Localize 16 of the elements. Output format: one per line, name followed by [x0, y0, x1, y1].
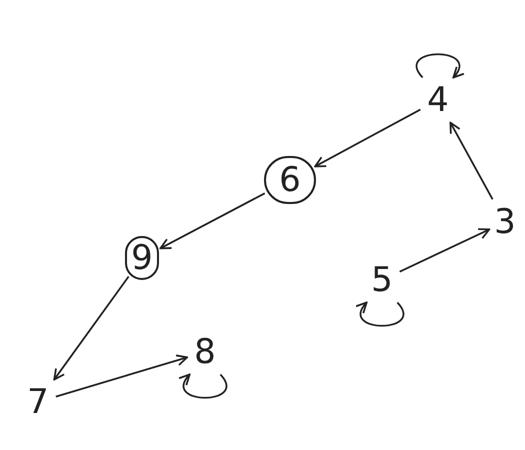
- arrow: [399, 228, 490, 272]
- arrow: [356, 302, 404, 327]
- arrow: [314, 108, 421, 168]
- arrow: [416, 53, 464, 78]
- node-label: 5: [367, 260, 397, 300]
- arrow: [160, 192, 266, 250]
- arrow: [53, 276, 130, 380]
- arrow: [178, 374, 228, 399]
- circled-node: 6: [264, 156, 316, 204]
- circled-node: 9: [125, 236, 159, 280]
- node-label: 4: [423, 80, 453, 120]
- arrow: [450, 122, 494, 200]
- node-label: 3: [492, 202, 518, 242]
- arrow: [56, 354, 188, 398]
- node-label: 8: [190, 332, 220, 372]
- node-label: 7: [23, 382, 53, 422]
